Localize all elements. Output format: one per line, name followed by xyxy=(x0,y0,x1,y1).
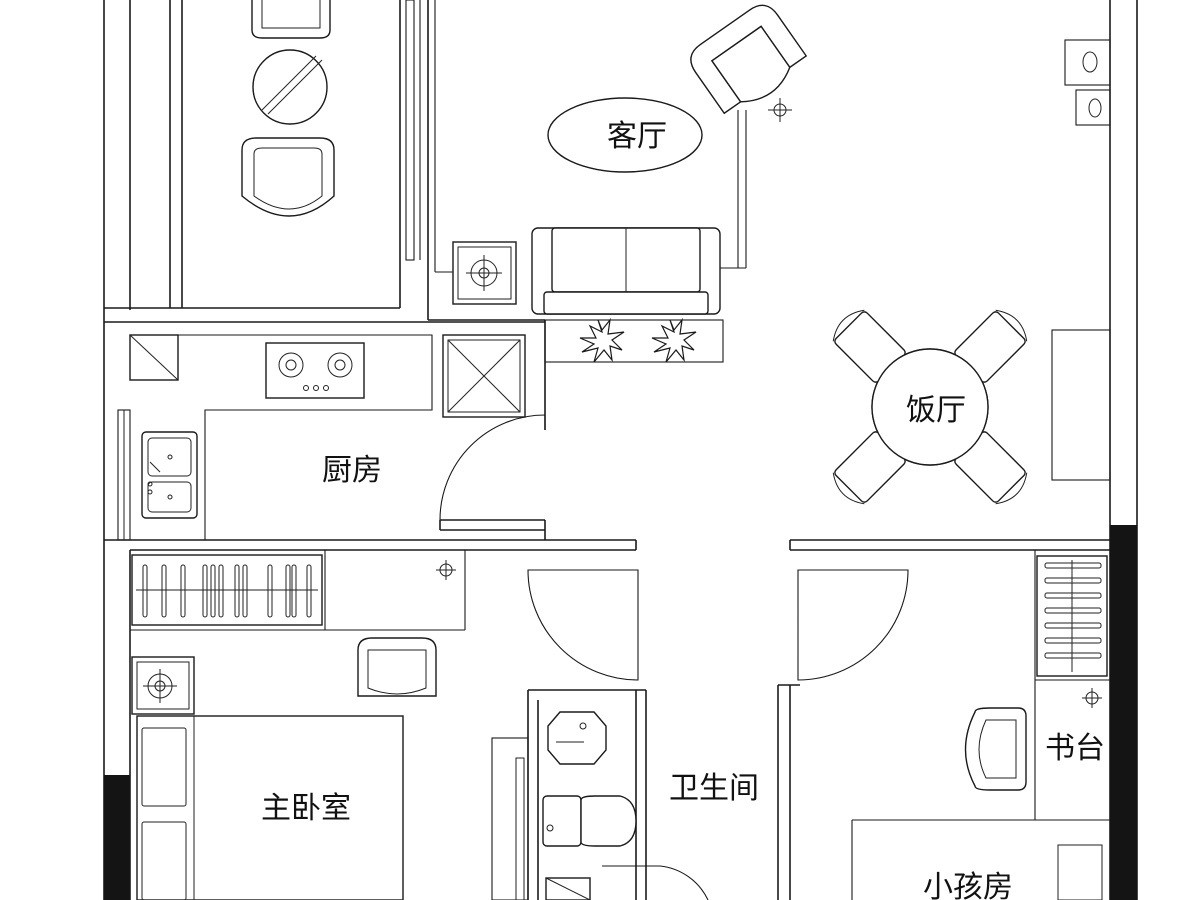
armchair-icon xyxy=(690,4,808,115)
living-room-furniture: 客厅 xyxy=(452,4,808,363)
master-bedroom-furniture: 主卧室 xyxy=(131,554,456,900)
room-label-master-bedroom: 主卧室 xyxy=(261,791,351,826)
washbasin-icon xyxy=(547,711,607,765)
round-table-icon xyxy=(252,49,328,125)
wardrobe-icon xyxy=(131,554,323,626)
coffee-table-icon xyxy=(547,97,703,173)
planter-box xyxy=(544,319,724,363)
toilet-icon xyxy=(542,795,637,847)
ceiling-light-icon xyxy=(1082,688,1102,708)
kitchen-door-swing xyxy=(439,414,546,521)
kitchen-counter xyxy=(130,334,433,540)
room-label-dining-room: 饭厅 xyxy=(906,393,966,428)
refrigerator-icon xyxy=(442,334,526,418)
bookshelf-icon xyxy=(1036,555,1108,677)
walls xyxy=(103,0,1138,900)
dining-cabinet xyxy=(1051,329,1111,481)
plant-icon xyxy=(579,317,625,363)
appliance-bottom xyxy=(1075,89,1111,126)
dining-set-icon: 饭厅 xyxy=(832,309,1028,505)
appliance-top xyxy=(1064,39,1111,86)
armchair-icon xyxy=(251,0,331,39)
ceiling-light-icon xyxy=(436,560,456,580)
stove-icon xyxy=(265,342,365,399)
kitchen-furniture: 厨房 xyxy=(117,334,526,541)
master-bedroom-door-swing xyxy=(527,569,639,681)
bathroom-window xyxy=(491,737,529,900)
sofa-icon xyxy=(531,227,721,315)
armchair-icon xyxy=(357,637,437,697)
sink-icon xyxy=(141,431,198,519)
bathroom-fixtures: 卫生间 xyxy=(491,711,759,900)
desk-chair-icon xyxy=(964,707,1027,791)
bed-icon xyxy=(136,715,404,900)
ceiling-light-icon xyxy=(768,98,792,122)
room-label-bathroom: 卫生间 xyxy=(669,771,759,806)
room-label-kitchen: 厨房 xyxy=(322,453,382,488)
room-label-kids-room: 小孩房 xyxy=(923,870,1013,900)
kids-room-furniture: 书台 小孩房 xyxy=(923,555,1108,900)
armchair-icon xyxy=(241,137,335,217)
room-label-study-desk: 书台 xyxy=(1045,731,1105,766)
bed-pillow xyxy=(1057,844,1103,900)
room-label-living-room: 客厅 xyxy=(607,119,667,154)
balcony-furniture xyxy=(241,0,335,217)
nightstand-lamp-icon xyxy=(131,656,195,715)
side-table-lamp-icon xyxy=(452,241,517,305)
structural-column-right xyxy=(1110,525,1137,900)
structural-column-left xyxy=(104,775,130,900)
bathroom-door-swing xyxy=(602,865,709,900)
kids-room-door-swing xyxy=(797,569,909,681)
plant-icon xyxy=(651,317,697,363)
